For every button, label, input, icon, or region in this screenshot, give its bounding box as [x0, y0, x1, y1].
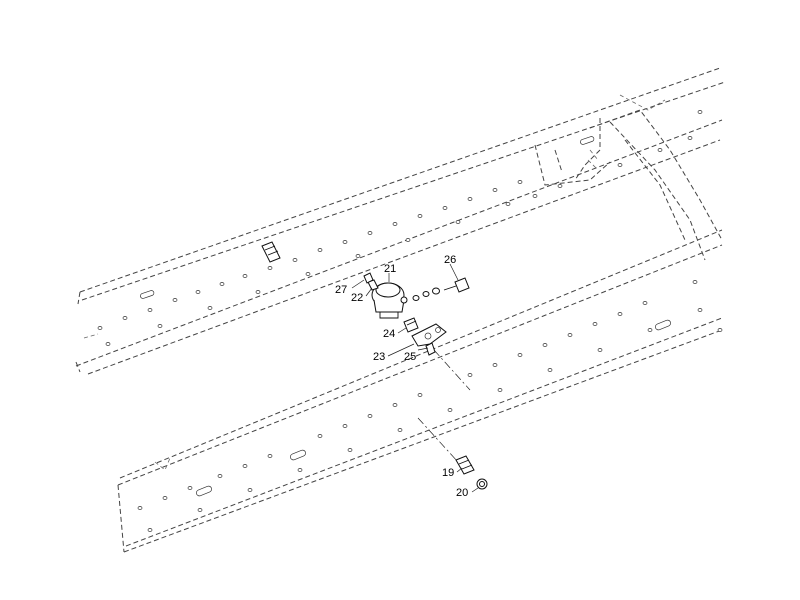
callout-19: 19: [442, 467, 454, 479]
callout-26: 26: [444, 254, 456, 266]
valve-body-part-21: [371, 282, 408, 319]
callout-27: 27: [335, 284, 347, 296]
washers: [412, 287, 440, 301]
callout-24: 24: [383, 328, 395, 340]
stud-part-25: [425, 342, 436, 356]
alignment-lines: [417, 349, 471, 463]
fitting-part-24: [403, 317, 419, 333]
upper-rail-fitting: [261, 241, 281, 263]
leader-lines: [351, 263, 479, 493]
callout-22: 22: [351, 292, 363, 304]
nut-part-20: [476, 478, 488, 490]
callout-20: 20: [456, 487, 468, 499]
upper-rail-holes: [97, 110, 703, 346]
callout-21: 21: [384, 263, 396, 275]
fitting-part-27: [363, 272, 374, 284]
bolt-part-26: [443, 277, 470, 293]
cross-member: [534, 94, 723, 261]
lower-frame-rail: [117, 229, 723, 553]
callout-25: 25: [404, 351, 416, 363]
upper-frame-rail: [75, 67, 726, 375]
lower-rail-holes: [137, 280, 723, 532]
fitting-part-19: [455, 455, 475, 475]
callout-23: 23: [373, 351, 385, 363]
bracket-part-23: [411, 323, 447, 347]
